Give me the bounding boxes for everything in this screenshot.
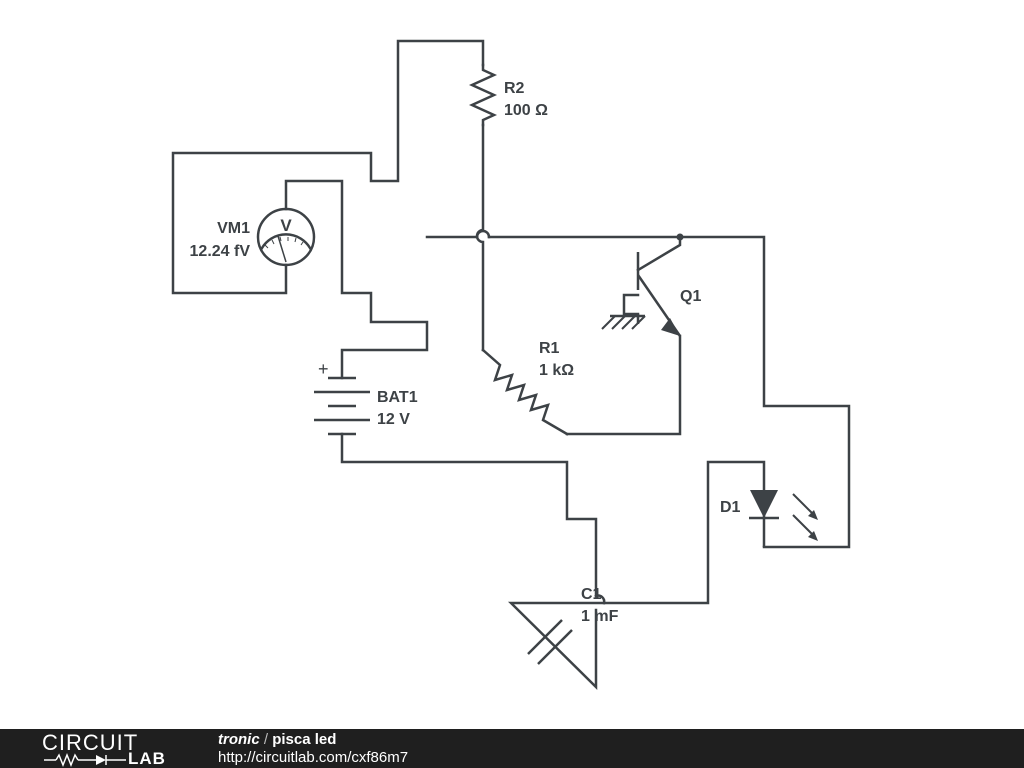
wire-collector-net — [487, 235, 851, 549]
footer-bar: CIRCUIT LAB tronic / pisca led http://ci… — [0, 729, 1024, 768]
vm1-value-label: 12.24 fV — [190, 243, 251, 260]
bat1-value-label: 12 V — [377, 411, 410, 428]
capacitor-c1[interactable]: C1 1 mF — [507, 586, 619, 690]
logo-lab-text: LAB — [128, 749, 166, 768]
wire-d1-to-c1 — [602, 460, 766, 605]
r2-value-label: 100 Ω — [504, 102, 548, 119]
circuit-url-link[interactable]: http://circuitlab.com/cxf86m7 — [218, 749, 409, 766]
wire-r2-top-to-vm1 — [171, 39, 485, 295]
r1-ref-label: R1 — [539, 340, 560, 357]
wire-q1-collector — [636, 235, 682, 272]
logo-circuit-text: CIRCUIT — [42, 730, 139, 755]
r2-ref-label: R2 — [504, 80, 525, 97]
circuitlab-logo[interactable]: CIRCUIT LAB — [42, 730, 182, 768]
battery-bat1[interactable]: + BAT1 12 V — [314, 359, 418, 436]
q1-ref-label: Q1 — [680, 288, 701, 305]
bat1-ref-label: BAT1 — [377, 389, 418, 406]
credits-separator: / — [259, 731, 273, 748]
vm1-ref-label: VM1 — [217, 220, 250, 237]
led-d1[interactable]: D1 — [720, 490, 818, 547]
resistor-r2[interactable]: R2 100 Ω — [468, 63, 548, 127]
vm1-symbol: V — [280, 216, 292, 235]
c1-ref-label: C1 — [581, 586, 602, 603]
transistor-q1[interactable]: Q1 — [601, 252, 701, 337]
junction-dot — [676, 233, 684, 241]
logo-resistor-diode-icon — [44, 752, 126, 767]
wire-vm1-to-bat1 — [284, 179, 429, 380]
wire-bat1-to-c1 — [340, 432, 598, 598]
author-link[interactable]: tronic — [218, 731, 260, 748]
circuit-schematic: R2 100 Ω R1 1 kΩ V VM1 12.24 fV + BAT1 1… — [171, 39, 851, 690]
r1-value-label: 1 kΩ — [539, 362, 574, 379]
wire-hop-arc — [475, 229, 491, 239]
wires — [171, 39, 851, 605]
circuit-credits: tronic / pisca led http://circuitlab.com… — [218, 731, 408, 767]
voltmeter-vm1[interactable]: V VM1 12.24 fV — [190, 207, 316, 267]
circuit-title: pisca led — [272, 731, 337, 748]
wire-r1-to-emitter — [565, 334, 682, 436]
d1-ref-label: D1 — [720, 499, 741, 516]
bat1-plus-sign: + — [318, 359, 329, 379]
c1-value-label: 1 mF — [581, 608, 619, 625]
resistor-r1[interactable]: R1 1 kΩ — [481, 340, 574, 436]
